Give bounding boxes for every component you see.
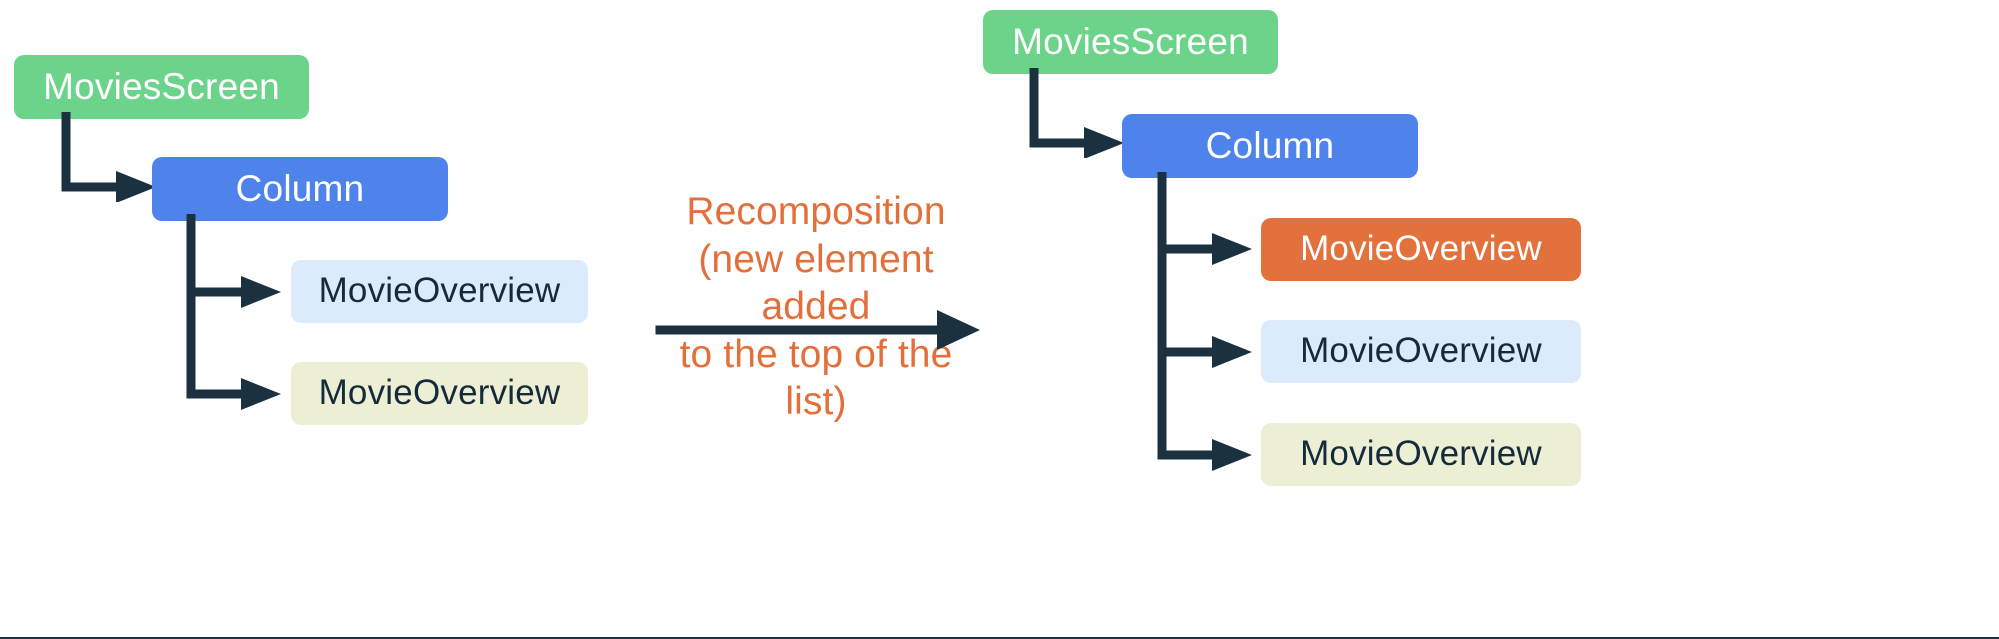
after-movie-overview-3-label: MovieOverview [1300, 434, 1542, 474]
before-movies-screen-label: MoviesScreen [43, 65, 280, 107]
after-node-column: Column [1122, 114, 1418, 178]
recomposition-label: Recomposition (new element added to the … [679, 190, 953, 424]
after-node-movie-overview-3: MovieOverview [1261, 423, 1581, 486]
edge-line [61, 112, 127, 192]
arrowhead-icon [1212, 439, 1252, 471]
before-movie-overview-1-label: MovieOverview [318, 271, 561, 311]
arrowhead-icon [116, 171, 156, 202]
after-movie-overview-2-label: MovieOverview [1300, 331, 1542, 371]
after-column-label: Column [1205, 124, 1335, 166]
before-node-column: Column [152, 157, 448, 221]
after-node-movies-screen: MoviesScreen [983, 10, 1278, 74]
edge-line [1029, 68, 1095, 148]
after-node-movie-overview-1: MovieOverview [1261, 218, 1581, 281]
after-movies-screen-label: MoviesScreen [1012, 20, 1249, 62]
after-node-movie-overview-2: MovieOverview [1261, 320, 1581, 383]
before-column-label: Column [235, 167, 365, 209]
arrowhead-icon [1084, 127, 1124, 158]
before-movie-overview-2-label: MovieOverview [318, 373, 561, 413]
before-node-movies-screen: MoviesScreen [14, 55, 309, 119]
before-node-movie-overview-1: MovieOverview [291, 260, 588, 323]
bottom-divider [0, 637, 1999, 639]
after-edge-column-to-children [1157, 172, 1252, 471]
before-edge-column-to-children [186, 214, 281, 410]
arrowhead-icon [1212, 233, 1252, 265]
arrowhead-icon [1212, 336, 1252, 368]
arrowhead-icon [241, 378, 281, 410]
arrowhead-icon [241, 276, 281, 308]
before-node-movie-overview-2: MovieOverview [291, 362, 588, 425]
after-movie-overview-1-label: MovieOverview [1300, 229, 1542, 269]
